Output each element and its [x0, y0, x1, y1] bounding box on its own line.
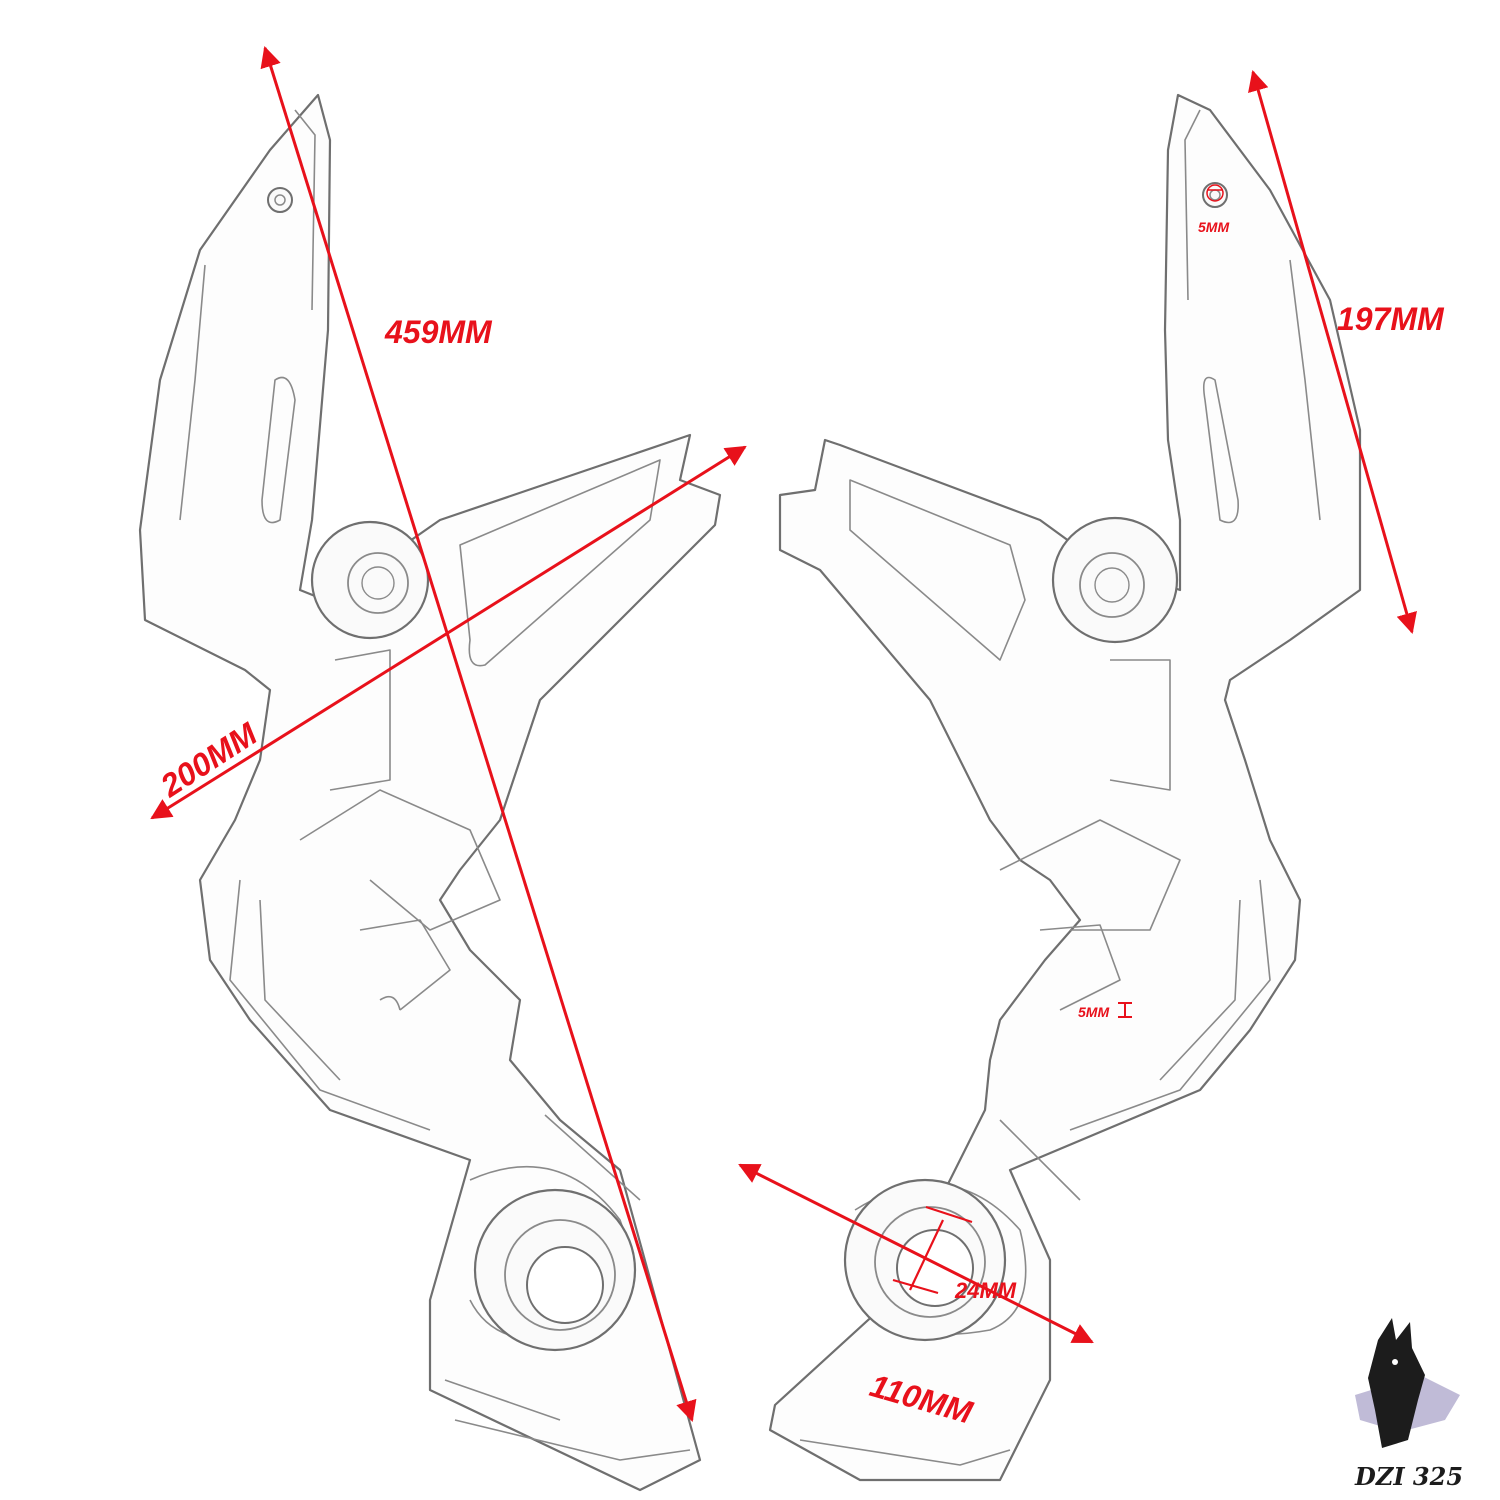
logo-text: DZI 325 — [1354, 1462, 1463, 1491]
left-top-mount-hole — [267, 187, 293, 213]
slot-thickness-label: 5MM — [1078, 1004, 1109, 1020]
top-hole-diameter-label: 5MM — [1198, 219, 1229, 235]
left-lower-hole — [526, 1246, 604, 1324]
brand-logo: DZI 325 — [1354, 1318, 1463, 1491]
right-height-arrow — [1248, 69, 1417, 635]
right-frame-cover — [768, 93, 1362, 1482]
right-top-mount-hole — [1202, 182, 1228, 208]
diagonal-length-label: 459MM — [384, 314, 493, 350]
bracket-width-arrow — [150, 445, 747, 820]
lower-hole-diameter-line — [909, 1219, 944, 1291]
right-upper-boss — [1051, 516, 1179, 644]
right-cover-details — [799, 109, 1321, 1466]
horse-head-icon — [1368, 1318, 1425, 1448]
top-hole-marker — [1206, 184, 1224, 202]
right-height-label: 197MM — [1337, 301, 1445, 337]
left-upper-boss — [310, 520, 430, 640]
lower-hole-diameter-label: 24MM — [954, 1278, 1017, 1303]
bottom-gap-arrow — [738, 1163, 1094, 1344]
dimension-arrows — [150, 45, 1417, 1423]
left-frame-cover — [138, 93, 722, 1492]
